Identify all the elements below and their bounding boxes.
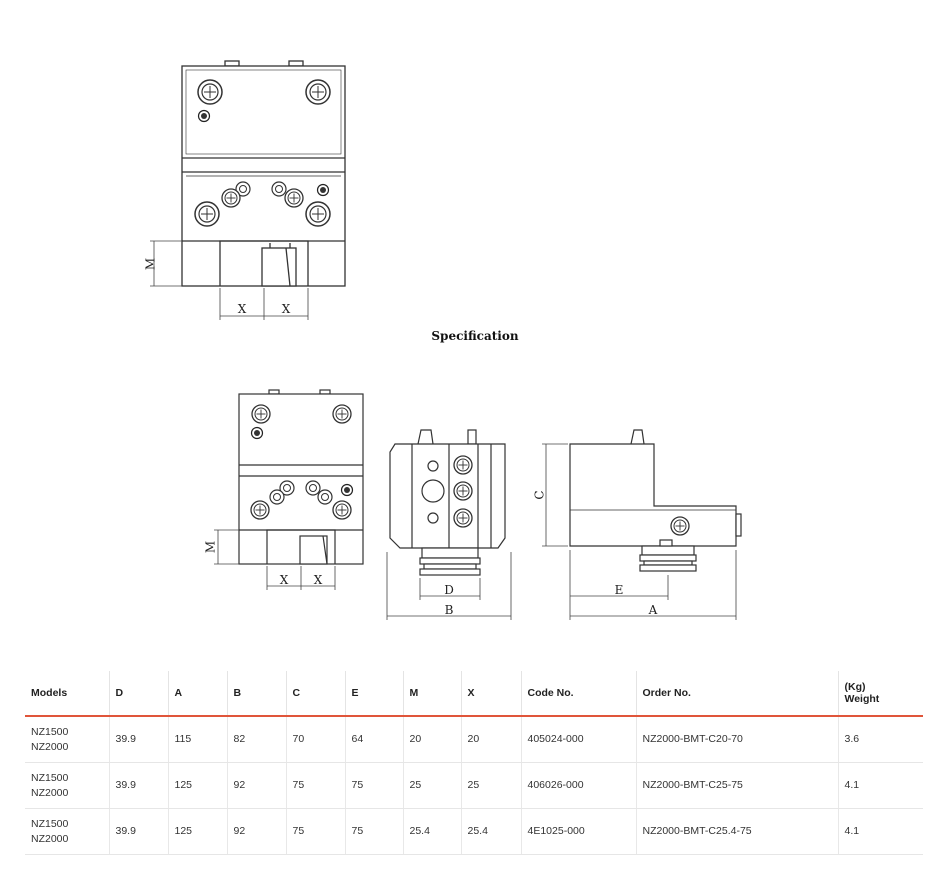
end-view-dimensions bbox=[542, 443, 737, 620]
side-view-drawing bbox=[389, 429, 506, 576]
cell-c: 75 bbox=[285, 762, 345, 809]
cell-models: NZ1500 NZ2000 bbox=[25, 762, 109, 809]
cell-c: 75 bbox=[285, 808, 345, 855]
cell-b: 82 bbox=[226, 716, 286, 763]
cell-x: 20 bbox=[460, 716, 521, 763]
end-view-a-label: A bbox=[648, 603, 658, 617]
cell-code-no: 4E1025-000 bbox=[520, 808, 636, 855]
cell-x: 25 bbox=[460, 762, 521, 809]
cell-m: 25.4 bbox=[402, 808, 461, 855]
cell-code-no: 406026-000 bbox=[520, 762, 636, 809]
header-code-no: Code No. bbox=[520, 671, 636, 716]
header-weight: (Kg) Weight bbox=[837, 671, 923, 716]
cell-order-no: NZ2000-BMT-C20-70 bbox=[635, 716, 838, 763]
specification-title: Specification bbox=[431, 329, 519, 343]
header-weight-label: Weight bbox=[844, 693, 880, 705]
cell-code-no: 405024-000 bbox=[520, 716, 636, 763]
header-e: E bbox=[344, 671, 403, 716]
header-a: A bbox=[167, 671, 227, 716]
cell-models: NZ1500 NZ2000 bbox=[25, 808, 109, 855]
cell-d: 39.9 bbox=[108, 716, 168, 763]
table-row: NZ1500 NZ2000 39.9 115 82 70 64 20 20 40… bbox=[25, 716, 923, 763]
side-view-dimensions bbox=[386, 552, 512, 620]
cell-m: 20 bbox=[402, 716, 461, 763]
header-x: X bbox=[460, 671, 521, 716]
cell-weight: 3.6 bbox=[837, 716, 923, 763]
end-view-bolts bbox=[670, 516, 690, 536]
cell-e: 75 bbox=[344, 762, 403, 809]
cell-x: 25.4 bbox=[460, 808, 521, 855]
header-m: M bbox=[402, 671, 461, 716]
top-view-m-label: M bbox=[144, 258, 158, 270]
cell-order-no: NZ2000-BMT-C25.4-75 bbox=[635, 808, 838, 855]
end-view-c-label: C bbox=[533, 490, 547, 499]
model-name: NZ2000 bbox=[31, 786, 69, 799]
top-view-x-left-label: X bbox=[238, 302, 247, 316]
specification-table: Models D A B C E M X Code No. Order No. … bbox=[25, 671, 923, 855]
front-view-dimensions bbox=[214, 529, 336, 590]
cell-d: 39.9 bbox=[108, 808, 168, 855]
model-name: NZ2000 bbox=[31, 740, 69, 753]
cell-e: 75 bbox=[344, 808, 403, 855]
cell-a: 125 bbox=[167, 808, 227, 855]
top-view-x-right-label: X bbox=[282, 302, 291, 316]
front-view-m-label: M bbox=[204, 541, 218, 553]
side-view-b-label: B bbox=[445, 603, 454, 617]
cell-e: 64 bbox=[344, 716, 403, 763]
end-view-drawing bbox=[569, 429, 742, 572]
header-models: Models bbox=[31, 687, 68, 699]
cell-d: 39.9 bbox=[108, 762, 168, 809]
cell-a: 115 bbox=[167, 716, 227, 763]
header-b: B bbox=[226, 671, 286, 716]
table-row: NZ1500 NZ2000 39.9 125 92 75 75 25.4 25.… bbox=[25, 808, 923, 855]
cell-c: 70 bbox=[285, 716, 345, 763]
cell-weight: 4.1 bbox=[837, 762, 923, 809]
header-weight-unit: (Kg) bbox=[844, 681, 866, 693]
cell-b: 92 bbox=[226, 762, 286, 809]
side-view-bolts bbox=[453, 455, 473, 528]
cell-order-no: NZ2000-BMT-C25-75 bbox=[635, 762, 838, 809]
side-view-d-label: D bbox=[444, 583, 454, 597]
table-row: NZ1500 NZ2000 39.9 125 92 75 75 25 25 40… bbox=[25, 762, 923, 809]
header-order-no: Order No. bbox=[635, 671, 838, 716]
model-name: NZ2000 bbox=[31, 832, 69, 845]
model-name: NZ1500 bbox=[31, 725, 69, 738]
cell-weight: 4.1 bbox=[837, 808, 923, 855]
table-header-row: Models D A B C E M X Code No. Order No. … bbox=[25, 671, 923, 716]
cell-models: NZ1500 NZ2000 bbox=[25, 716, 109, 763]
end-view-e-label: E bbox=[615, 583, 624, 597]
cell-b: 92 bbox=[226, 808, 286, 855]
front-view-x-left-label: X bbox=[280, 573, 289, 587]
cell-m: 25 bbox=[402, 762, 461, 809]
front-view-x-right-label: X bbox=[314, 573, 323, 587]
header-d: D bbox=[108, 671, 168, 716]
header-c: C bbox=[285, 671, 345, 716]
model-name: NZ1500 bbox=[31, 817, 69, 830]
cell-a: 125 bbox=[167, 762, 227, 809]
model-name: NZ1500 bbox=[31, 771, 69, 784]
top-view-dimensions bbox=[150, 240, 309, 320]
